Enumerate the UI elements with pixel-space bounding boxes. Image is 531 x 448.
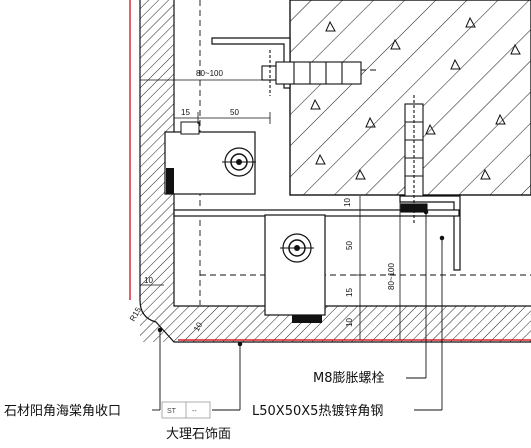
leader-lines	[152, 209, 445, 411]
tag-right: --	[192, 408, 197, 415]
dim-top-50: 50	[230, 108, 239, 117]
expansion-bolt-top	[261, 50, 362, 96]
tag-left: ST	[167, 408, 177, 415]
dim-right-15: 15	[345, 288, 354, 297]
dim-corner-10: 10	[144, 276, 153, 285]
callout-angle-steel: L50X50X5热镀锌角钢	[252, 403, 383, 419]
dim-right-10a: 10	[343, 198, 352, 207]
callout-corner-trim: 石材阳角海棠角收口	[4, 404, 121, 419]
dimension-lines	[140, 79, 401, 340]
dim-right-range: 80~100	[387, 263, 396, 290]
stone-clip-lower	[264, 214, 326, 323]
red-face-line	[129, 0, 531, 341]
dim-right-50: 50	[345, 241, 354, 250]
stone-clip-upper	[164, 121, 256, 195]
callout-bolt: M8膨胀螺栓	[313, 371, 385, 386]
material-tag: ST --	[161, 401, 211, 419]
dim-right-10b: 10	[345, 318, 354, 327]
dim-range-top: 80~100	[196, 69, 223, 78]
dim-top-15: 15	[181, 108, 190, 117]
expansion-bolt-right	[400, 95, 428, 225]
callout-marble-finish: 大理石饰面	[166, 427, 231, 442]
